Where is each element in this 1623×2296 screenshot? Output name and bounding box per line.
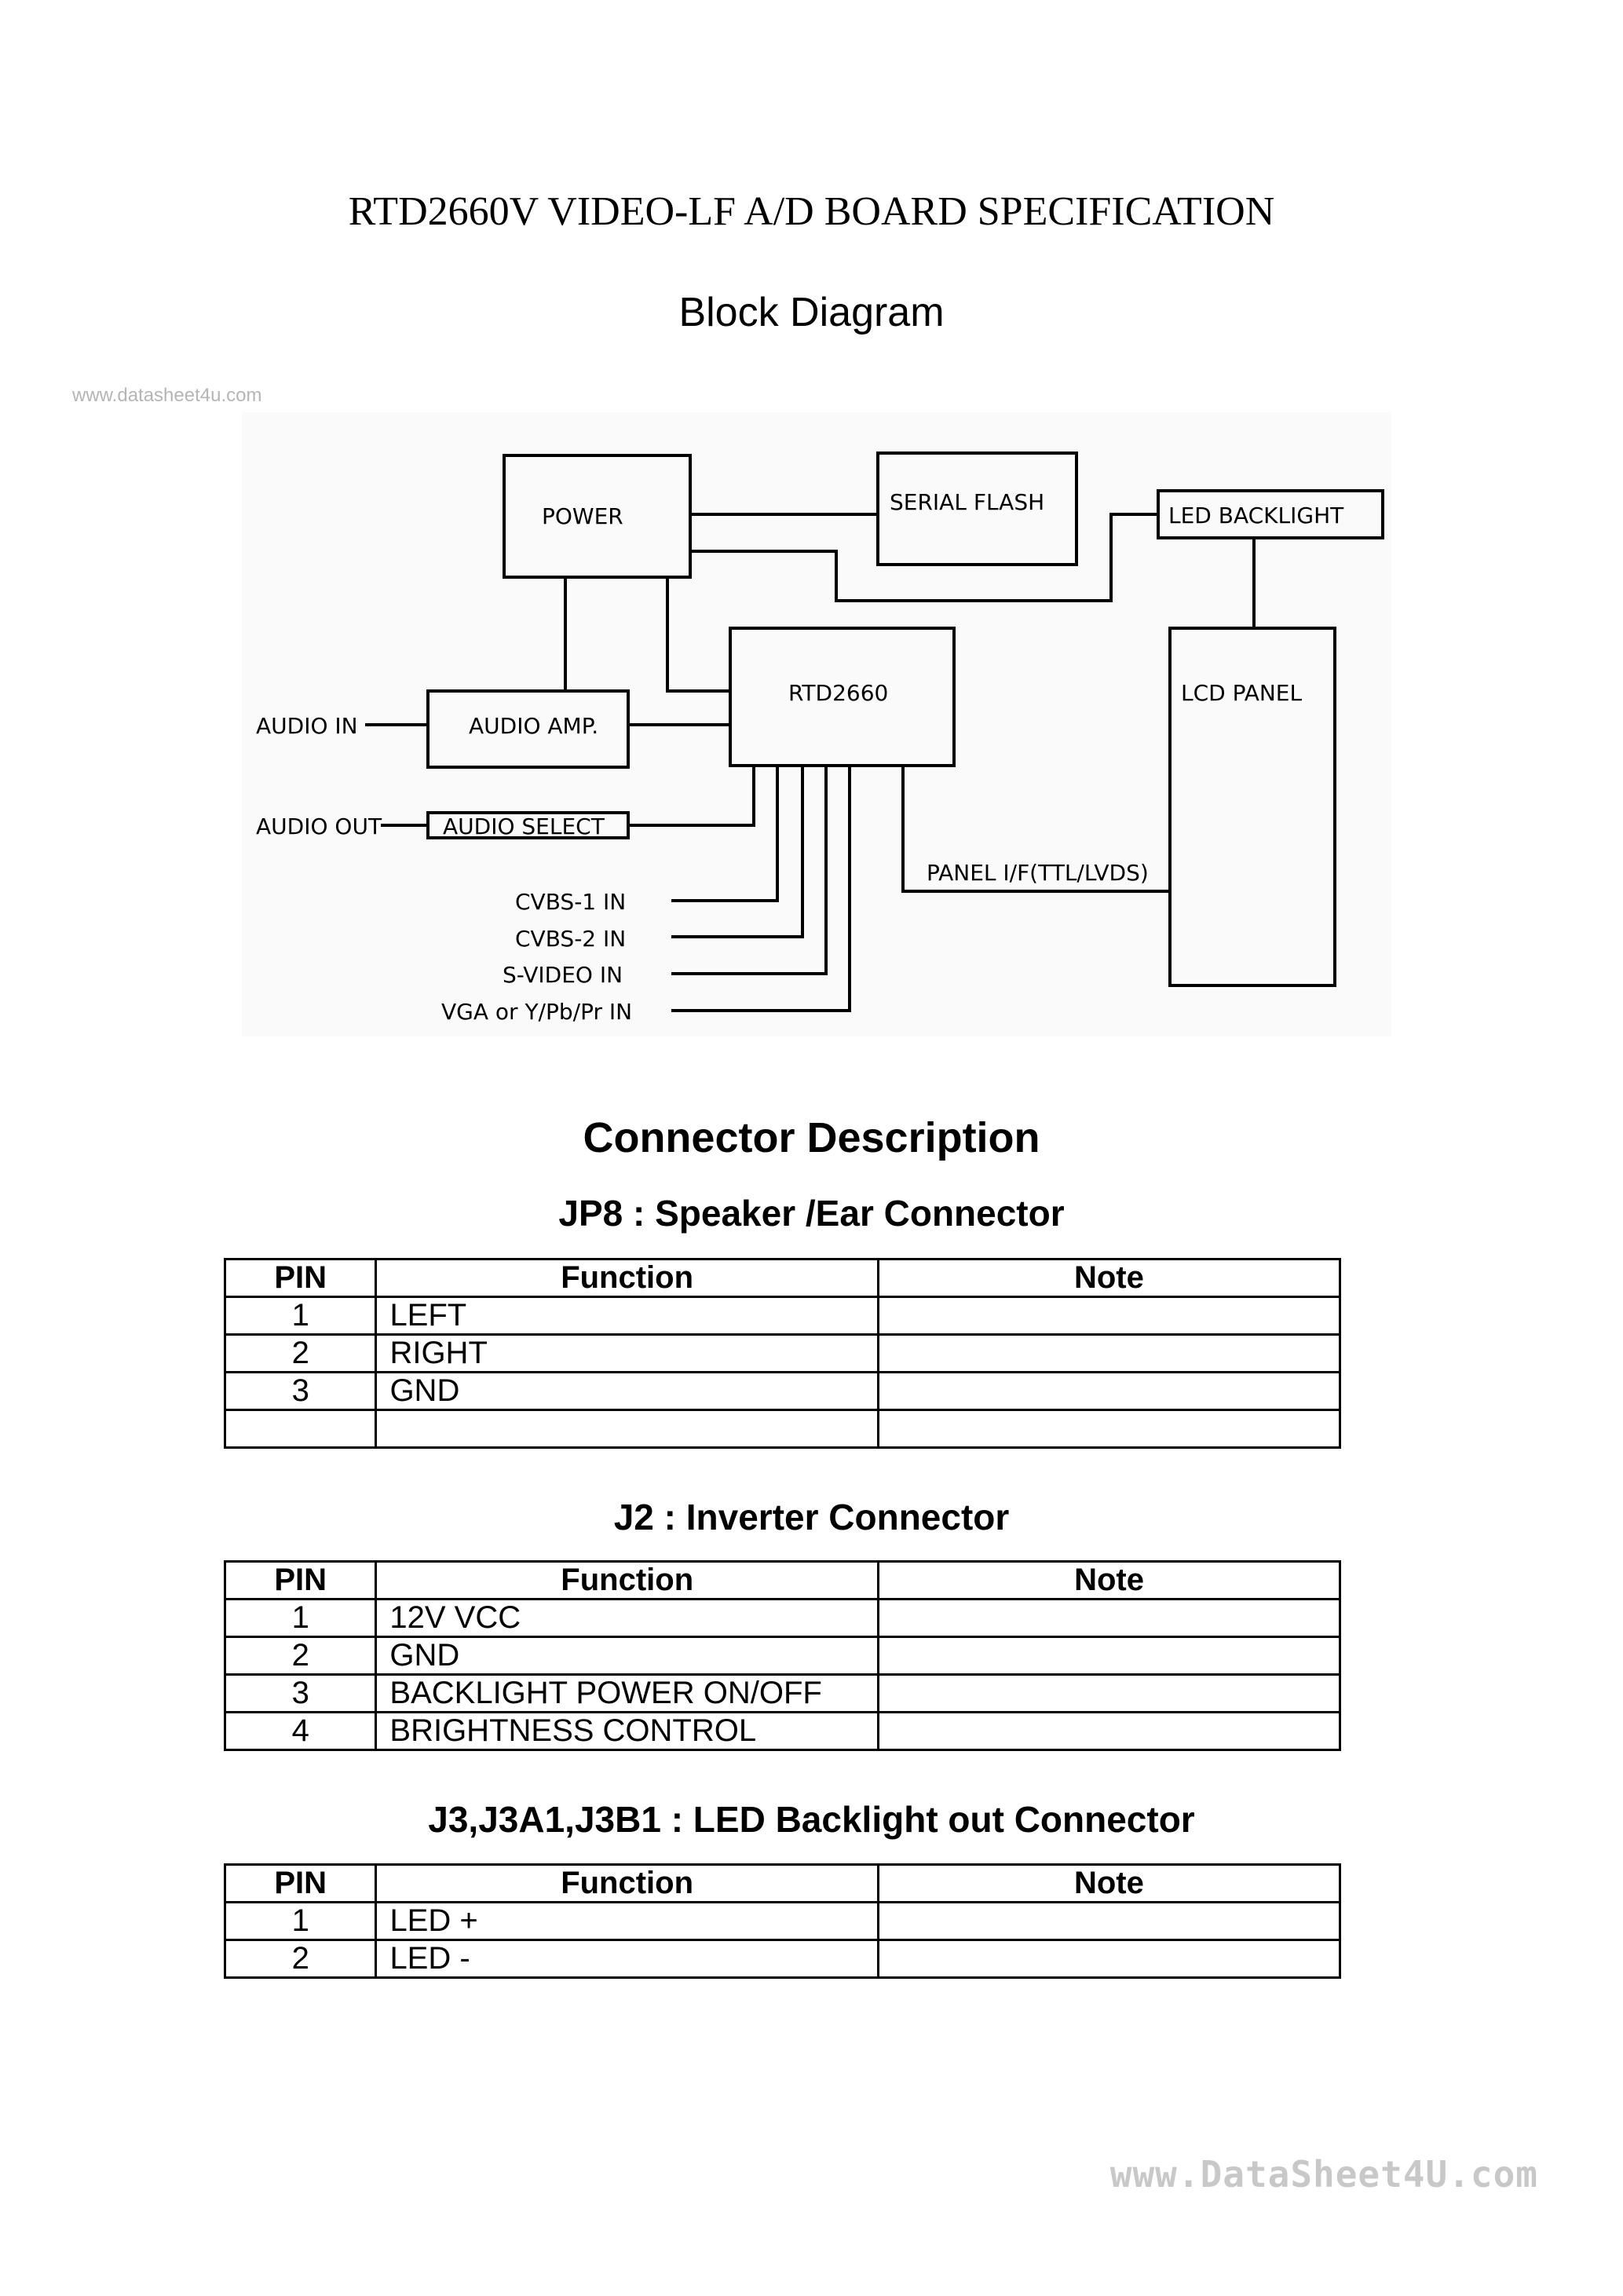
power-label: POWER [542, 503, 623, 529]
pin-cell: 1 [223, 1296, 378, 1336]
note-cell [876, 1939, 1342, 1979]
j3-connector-table: PIN Function Note 1 LED + 2 LED - [223, 1863, 1342, 1979]
pin-cell: 2 [223, 1636, 378, 1676]
j3-table-title: J3,J3A1,J3B1 : LED Backlight out Connect… [428, 1799, 1195, 1840]
j2-table-title: J2 : Inverter Connector [613, 1497, 1010, 1537]
pin-cell: 2 [223, 1939, 378, 1979]
pin-cell: 3 [223, 1371, 378, 1411]
function-header: Function [375, 1863, 879, 1903]
pin-header: PIN [223, 1863, 378, 1903]
block-diagram-heading: Block Diagram [678, 290, 945, 335]
note-header: Note [876, 1863, 1342, 1903]
table-row: 2 LED - [223, 1939, 1342, 1979]
note-cell [877, 1711, 1341, 1751]
note-cell [877, 1636, 1341, 1676]
note-cell [876, 1371, 1342, 1411]
function-cell: LEFT [375, 1296, 879, 1336]
table-row: 1 LED + [223, 1901, 1342, 1941]
note-header: Note [877, 1560, 1341, 1600]
watermark-large: www.DataSheet4U.com [1109, 2153, 1538, 2195]
pin-header: PIN [223, 1560, 378, 1600]
function-cell: BRIGHTNESS CONTROL [375, 1711, 880, 1751]
note-cell [876, 1901, 1342, 1941]
serial-flash-block [876, 452, 1078, 566]
audio-select-label: AUDIO SELECT [443, 813, 605, 839]
table-row: 4 BRIGHTNESS CONTROL [223, 1711, 1341, 1751]
power-block [503, 454, 692, 579]
note-cell [877, 1673, 1341, 1713]
function-cell: LED - [375, 1939, 879, 1979]
audio-in-label: AUDIO IN [256, 713, 358, 739]
block-diagram: POWER SERIAL FLASH LED BACKLIGHT RTD2660… [242, 412, 1391, 1036]
note-cell [876, 1296, 1342, 1336]
audio-amp-label: AUDIO AMP. [469, 713, 598, 739]
function-header: Function [375, 1258, 879, 1298]
table-row [223, 1409, 1342, 1449]
svideo-label: S-VIDEO IN [503, 962, 623, 988]
table-row: 3 BACKLIGHT POWER ON/OFF [223, 1673, 1341, 1713]
connector-description-heading: Connector Description [583, 1114, 1040, 1161]
pin-cell: 2 [223, 1333, 378, 1373]
audio-amp-block [426, 689, 630, 769]
note-header: Note [876, 1258, 1342, 1298]
table-row: 3 GND [223, 1371, 1342, 1411]
pin-cell: 1 [223, 1598, 378, 1638]
vga-label: VGA or Y/Pb/Pr IN [441, 999, 632, 1025]
pin-cell: 3 [223, 1673, 378, 1713]
function-cell: RIGHT [375, 1333, 879, 1373]
table-row: 1 12V VCC [223, 1598, 1341, 1638]
note-cell [876, 1409, 1342, 1449]
cvbs1-label: CVBS-1 IN [515, 889, 626, 915]
table-header-row: PIN Function Note [223, 1560, 1341, 1600]
pin-header: PIN [223, 1258, 378, 1298]
function-cell: GND [375, 1371, 879, 1411]
table-row: 2 GND [223, 1636, 1341, 1676]
table-header-row: PIN Function Note [223, 1863, 1342, 1903]
table-row: 1 LEFT [223, 1296, 1342, 1336]
table-row: 2 RIGHT [223, 1333, 1342, 1373]
note-cell [877, 1598, 1341, 1638]
pin-cell: 4 [223, 1711, 378, 1751]
watermark-small: www.datasheet4u.com [72, 385, 262, 406]
jp8-table-title: JP8 : Speaker /Ear Connector [558, 1193, 1065, 1234]
function-cell: LED + [375, 1901, 879, 1941]
panel-if-label: PANEL I/F(TTL/LVDS) [927, 860, 1149, 886]
cvbs2-label: CVBS-2 IN [515, 926, 626, 952]
lcd-panel-label: LCD PANEL [1181, 680, 1302, 706]
function-cell [375, 1409, 879, 1449]
jp8-connector-table: PIN Function Note 1 LEFT 2 RIGHT 3 GND [223, 1258, 1342, 1449]
function-cell: 12V VCC [375, 1598, 880, 1638]
led-backlight-label: LED BACKLIGHT [1168, 503, 1344, 528]
pin-cell [223, 1409, 378, 1449]
function-cell: BACKLIGHT POWER ON/OFF [375, 1673, 880, 1713]
audio-out-label: AUDIO OUT [256, 813, 382, 839]
rtd2660-label: RTD2660 [788, 680, 888, 706]
document-title: RTD2660V VIDEO-LF A/D BOARD SPECIFICATIO… [348, 189, 1275, 234]
function-header: Function [375, 1560, 880, 1600]
note-cell [876, 1333, 1342, 1373]
serial-flash-label: SERIAL FLASH [890, 489, 1044, 515]
table-header-row: PIN Function Note [223, 1258, 1342, 1298]
pin-cell: 1 [223, 1901, 378, 1941]
rtd2660-block [729, 627, 956, 767]
j2-connector-table: PIN Function Note 1 12V VCC 2 GND 3 BACK… [223, 1560, 1341, 1751]
function-cell: GND [375, 1636, 880, 1676]
